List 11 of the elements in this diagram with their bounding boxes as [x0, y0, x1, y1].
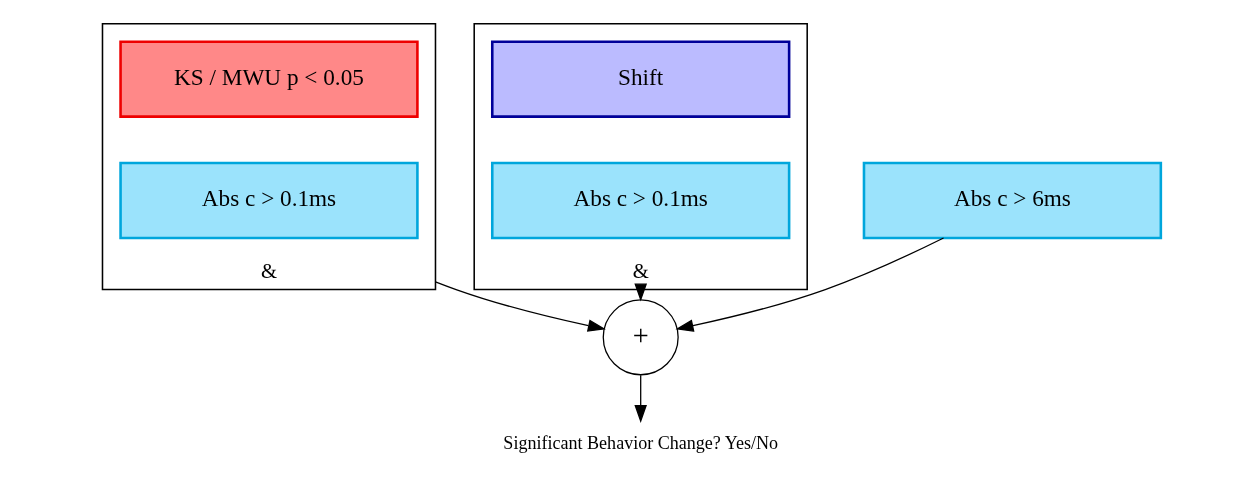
node-box: Abs c > 6ms: [862, 161, 1163, 240]
node-box: Abs c > 0.1ms: [119, 161, 419, 240]
arrow: [634, 374, 648, 423]
arrow: [634, 283, 648, 302]
node-text: Significant Behavior Change? Yes/No: [503, 433, 779, 454]
arrow: [675, 237, 945, 332]
node-box: KS / MWU p < 0.05: [119, 40, 419, 118]
arrow: [434, 281, 606, 332]
node-circle: +: [602, 299, 679, 376]
node-box: Abs c > 0.1ms: [490, 161, 791, 240]
node-box: Shift: [490, 40, 791, 118]
